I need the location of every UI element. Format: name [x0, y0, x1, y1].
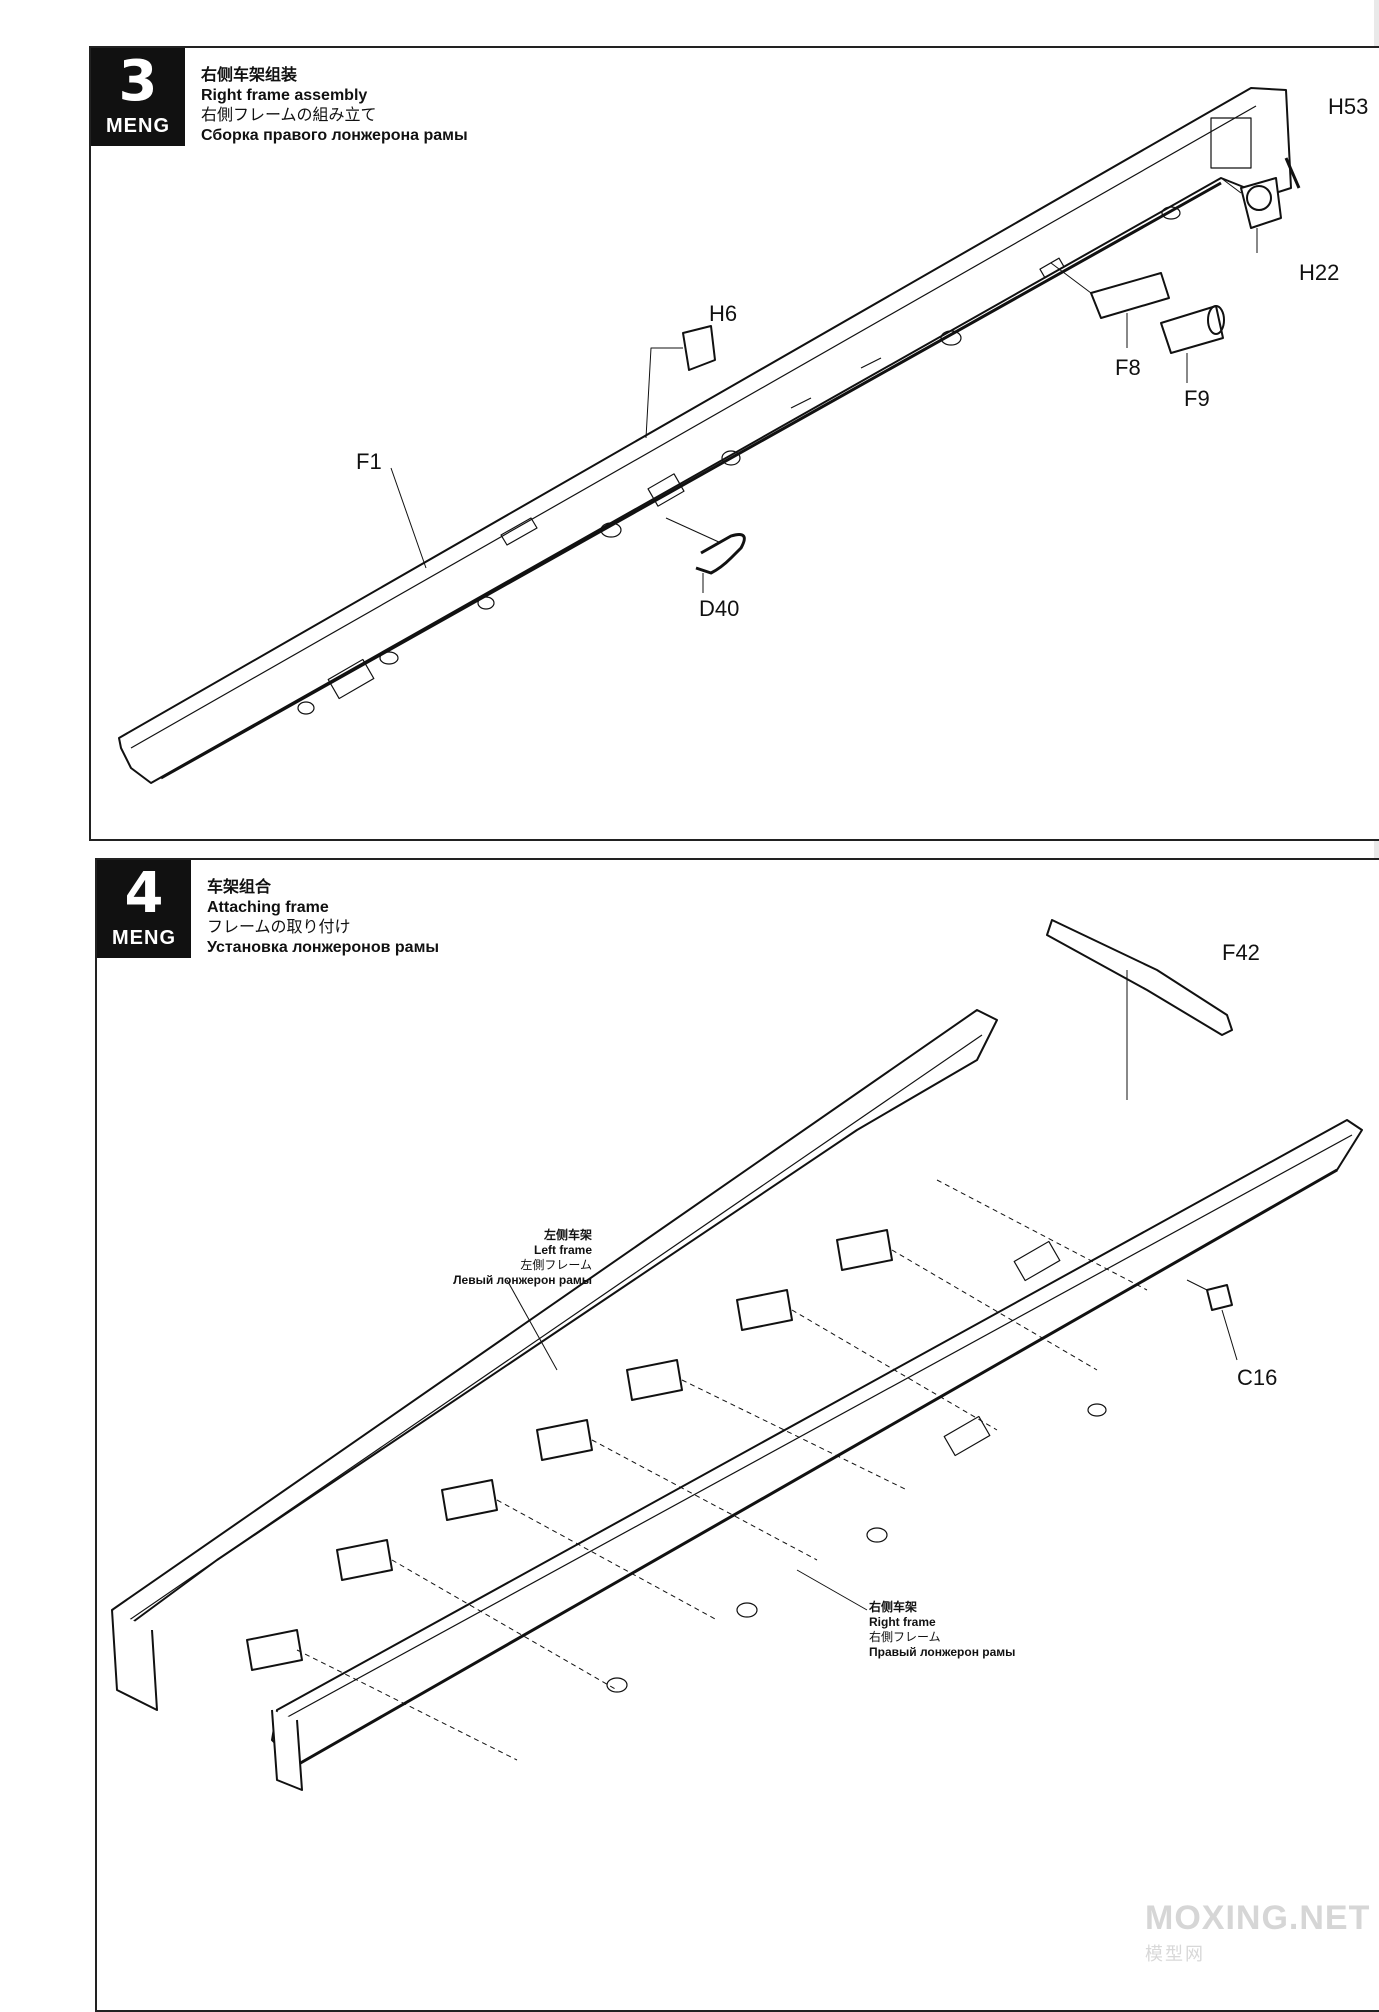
part-label-h6: H6: [709, 301, 737, 326]
right-frame-ru: Правый лонжерон рамы: [869, 1645, 1016, 1659]
left-frame-rail: [111, 1009, 998, 1631]
left-frame-cn: 左侧车架: [543, 1228, 592, 1242]
attaching-frame-drawing: F42 C16: [111, 919, 1363, 1791]
left-frame-en: Left frame: [533, 1243, 592, 1257]
step-title-block: 车架组合 Attaching frame フレームの取り付け Установка…: [207, 878, 439, 958]
step-4-panel: 4 MENG 车架组合 Attaching frame フレームの取り付け Ус…: [95, 858, 1379, 2012]
right-frame-label: 右侧车架 Right frame 右側フレーム Правый лонжерон …: [869, 1600, 1015, 1660]
right-frame-jp: 右側フレーム: [869, 1630, 941, 1644]
right-frame-rail: [271, 1119, 1363, 1766]
part-c16-shape: [1206, 1284, 1233, 1311]
left-frame-ru: Левый лонжерон рамы: [453, 1273, 592, 1287]
step-title-block: 右侧车架组装 Right frame assembly 右側フレームの組み立て …: [201, 66, 468, 146]
part-label-f9: F9: [1184, 386, 1210, 411]
right-frame-assembly-drawing: H53 H22 H6 F8 F9 F1 D40: [118, 87, 1368, 784]
part-f42-shape: [1046, 919, 1233, 1036]
brand-logo: MENG: [106, 115, 170, 137]
part-label-f42: F42: [1222, 940, 1260, 965]
title-english: Right frame assembly: [201, 87, 368, 104]
title-russian: Установка лонжеронов рамы: [207, 939, 440, 956]
part-label-h53: H53: [1328, 94, 1368, 119]
step-badge: 3 MENG: [91, 48, 185, 146]
title-russian: Сборка правого лонжерона рамы: [201, 127, 468, 144]
part-label-f1: F1: [356, 449, 382, 474]
right-frame-en: Right frame: [869, 1615, 936, 1629]
title-chinese: 车架组合: [207, 879, 272, 896]
part-d40-shape: [695, 533, 746, 575]
step-number: 3: [118, 49, 158, 114]
title-japanese: フレームの取り付け: [207, 919, 351, 936]
part-h6-shape: [682, 325, 716, 371]
part-h53-shape: [1284, 157, 1301, 189]
part-label-f8: F8: [1115, 355, 1141, 380]
part-label-d40: D40: [699, 596, 739, 621]
part-label-c16: C16: [1237, 1365, 1277, 1390]
title-chinese: 右侧车架组装: [201, 67, 298, 84]
step-3-panel: 3 MENG 右侧车架组装 Right frame assembly 右側フレー…: [89, 46, 1379, 841]
brand-logo: MENG: [112, 927, 176, 949]
part-label-h22: H22: [1299, 260, 1339, 285]
step-badge: 4 MENG: [97, 860, 191, 958]
watermark-main: MOXING.NET: [1145, 1899, 1371, 1937]
part-f9-shape: [1160, 305, 1224, 354]
watermark-sub: 模型网: [1145, 1944, 1205, 1964]
right-frame-cn: 右侧车架: [869, 1600, 918, 1614]
frame-rail-f1: [118, 87, 1292, 784]
left-frame-jp: 左側フレーム: [520, 1258, 592, 1272]
watermark: MOXING.NET 模型网: [1145, 1900, 1370, 1972]
left-frame-label: 左侧车架 Left frame 左側フレーム Левый лонжерон ра…: [342, 1228, 592, 1288]
step-number: 4: [124, 861, 164, 926]
part-f8-shape: [1090, 272, 1170, 319]
part-h22-shape: [1240, 177, 1282, 229]
title-japanese: 右側フレームの組み立て: [201, 107, 377, 124]
title-english: Attaching frame: [207, 899, 329, 916]
